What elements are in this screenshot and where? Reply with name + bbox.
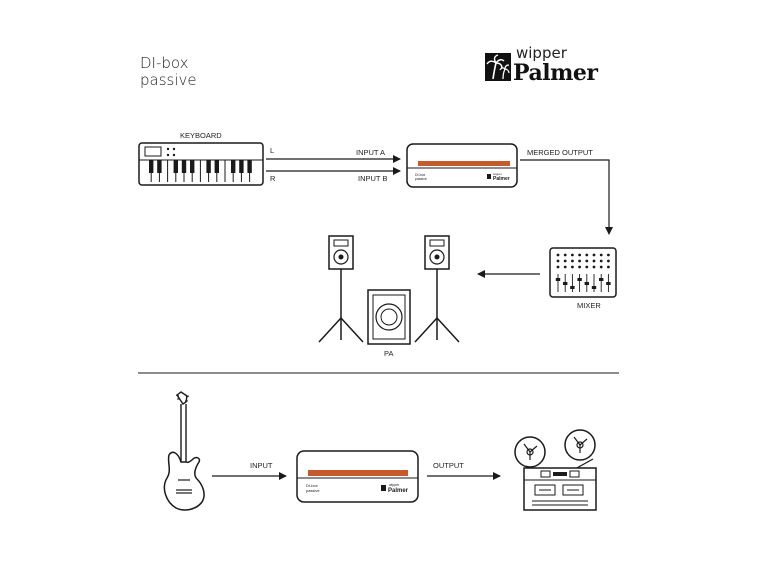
mixer-knob	[607, 265, 610, 269]
mixer-fader-cap	[555, 278, 561, 281]
mixer-knob	[571, 253, 574, 257]
mixer-knob	[599, 253, 603, 257]
mixer-knob	[556, 253, 560, 257]
title-line-2: passive	[140, 71, 197, 89]
mixer-label: MIXER	[577, 301, 601, 310]
channel-l-label: L	[270, 146, 274, 155]
mixer-icon	[549, 247, 617, 298]
reel-to-reel-recorder-icon	[514, 429, 597, 511]
mixer-fader-cap	[591, 286, 597, 289]
mixer-knob	[563, 259, 567, 263]
output-label: OUTPUT	[433, 461, 464, 470]
mixer-knob	[592, 265, 596, 269]
mixer-knob	[592, 253, 596, 257]
mixer-knob	[556, 259, 560, 263]
mixer-knob	[571, 265, 574, 269]
mixer-fader-cap	[584, 282, 589, 285]
mixer-knob	[578, 265, 581, 269]
keyboard-icon	[138, 142, 264, 186]
input-a-label: INPUT A	[356, 148, 385, 157]
mixer-knob	[571, 259, 574, 263]
mixer-knob	[607, 259, 610, 263]
di-bottom-brand-big: Palmer	[388, 488, 409, 494]
keyboard-black-key	[206, 160, 211, 173]
di-top-line-1: DI-box	[415, 173, 426, 177]
palm-tree-icon	[381, 485, 386, 491]
keyboard-black-key	[190, 160, 195, 173]
bass-guitar-icon	[163, 391, 205, 511]
mixer-fader-cap	[606, 282, 611, 285]
mixer-knob	[607, 253, 610, 257]
pa-subwoofer	[367, 289, 411, 345]
mixer-fader-cap	[563, 282, 568, 285]
mixer-fader-cap	[570, 286, 575, 289]
pa-speaker-left	[318, 235, 364, 343]
mixer-knob	[585, 253, 589, 257]
mixer-knob	[556, 265, 560, 269]
mixer-knob	[592, 259, 596, 263]
mixer-knob	[578, 259, 581, 263]
brand-logo: wipper Palmer	[484, 42, 614, 88]
keyboard-black-key	[181, 160, 187, 173]
pa-label: PA	[384, 349, 393, 358]
title-line-1: DI-box	[140, 54, 189, 72]
merged-output-label: MERGED OUTPUT	[527, 148, 593, 157]
mixer-knob	[599, 265, 603, 269]
keyboard-label: KEYBOARD	[180, 131, 222, 140]
keyboard-black-key	[157, 160, 162, 173]
mixer-knob	[578, 253, 581, 257]
merged-output-arrow	[520, 159, 613, 235]
keyboard-black-key	[231, 160, 236, 173]
mixer-knob	[563, 253, 567, 257]
channel-r-label: R	[270, 174, 276, 183]
di-box-bottom: DI-box passive wipper Palmer	[296, 450, 419, 503]
palm-tree-icon	[485, 53, 511, 81]
keyboard-black-key	[149, 160, 154, 173]
input-b-label: INPUT B	[358, 174, 387, 183]
input-label: INPUT	[250, 461, 273, 470]
keyboard-black-key	[173, 160, 178, 173]
di-top-brand-big: Palmer	[493, 176, 510, 182]
brand-name-small: wipper	[516, 44, 567, 62]
keyboard-black-key	[247, 160, 252, 173]
mixer-fader-cap	[599, 278, 604, 281]
diagram-title: DI-box passive	[140, 55, 197, 89]
di-top-line-2: passive	[415, 177, 427, 181]
di-bottom-brand-small: wipper	[389, 483, 400, 487]
di-top-brand-small: wipper	[493, 172, 502, 176]
brand-name-big: Palmer	[513, 60, 598, 86]
palm-tree-icon	[487, 174, 491, 179]
keyboard-black-key	[239, 160, 244, 173]
mixer-knob	[599, 259, 603, 263]
keyboard-black-key	[214, 160, 219, 173]
di-bottom-line-1: DI-box	[306, 483, 318, 488]
mixer-knob	[585, 259, 589, 263]
mixer-fader-cap	[577, 278, 582, 281]
mixer-knob	[585, 265, 589, 269]
di-box-top: DI-box passive wipper Palmer	[406, 143, 518, 188]
di-bottom-line-2: passive	[306, 488, 320, 493]
mixer-knob	[563, 265, 567, 269]
pa-speaker-right	[414, 235, 460, 343]
